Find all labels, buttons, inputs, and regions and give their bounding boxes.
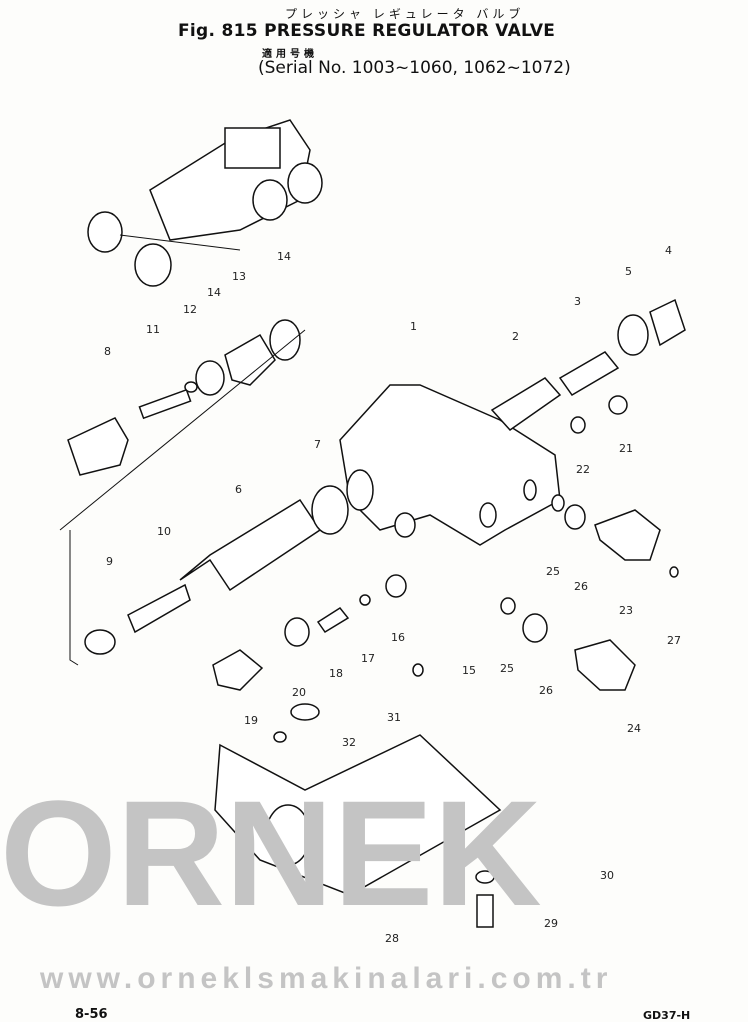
japanese-title: プレッシャ レギュレータ バルブ bbox=[285, 7, 525, 21]
callout-19: 19 bbox=[244, 714, 258, 727]
callout-4: 4 bbox=[665, 244, 672, 257]
callout-8: 8 bbox=[104, 345, 111, 358]
model-code: GD37-H bbox=[643, 1009, 691, 1022]
callout-2: 2 bbox=[512, 330, 519, 343]
page-number: 8-56 bbox=[75, 1007, 108, 1022]
callout-17: 17 bbox=[361, 652, 375, 665]
callout-23: 23 bbox=[619, 604, 633, 617]
figure-title: Fig. 815 PRESSURE REGULATOR VALVE bbox=[178, 21, 556, 41]
applicable-label: 適用号機 bbox=[262, 49, 318, 60]
callout-20: 20 bbox=[292, 686, 306, 699]
callout-22: 22 bbox=[576, 463, 590, 476]
callout-10: 10 bbox=[157, 525, 171, 538]
callout-9: 9 bbox=[106, 555, 113, 568]
callout-32: 32 bbox=[342, 736, 356, 749]
parts-left-group bbox=[59, 319, 424, 691]
callout-13: 13 bbox=[232, 270, 246, 283]
callout-25b: 25 bbox=[500, 662, 514, 675]
callout-14b: 14 bbox=[277, 250, 291, 263]
callout-25a: 25 bbox=[546, 565, 560, 578]
callout-26a: 26 bbox=[574, 580, 588, 593]
serial-range: (Serial No. 1003~1060, 1062~1072) bbox=[258, 58, 571, 78]
callout-31: 31 bbox=[387, 711, 401, 724]
callout-18: 18 bbox=[329, 667, 343, 680]
callout-28: 28 bbox=[385, 932, 399, 945]
callout-14a: 14 bbox=[207, 286, 221, 299]
callout-26b: 26 bbox=[539, 684, 553, 697]
callout-1: 1 bbox=[410, 320, 417, 333]
callout-7: 7 bbox=[314, 438, 321, 451]
callout-12: 12 bbox=[183, 303, 197, 316]
callout-11: 11 bbox=[146, 323, 160, 336]
callout-27: 27 bbox=[667, 634, 681, 647]
callout-6: 6 bbox=[235, 483, 242, 496]
watermark-brand: ORNEK bbox=[0, 769, 542, 937]
callout-30: 30 bbox=[600, 869, 614, 882]
grader-machine-illustration bbox=[87, 119, 323, 287]
callout-15: 15 bbox=[462, 664, 476, 677]
mounting-bracket bbox=[214, 703, 502, 928]
parts-right-group bbox=[490, 298, 686, 691]
callout-24: 24 bbox=[627, 722, 641, 735]
callout-29: 29 bbox=[544, 917, 558, 930]
callout-16: 16 bbox=[391, 631, 405, 644]
callout-3: 3 bbox=[574, 295, 581, 308]
callout-21: 21 bbox=[619, 442, 633, 455]
callout-labels: 1 2 3 4 5 6 7 8 9 10 11 12 13 14 14 15 1… bbox=[104, 244, 681, 945]
callout-5: 5 bbox=[625, 265, 632, 278]
watermark-url: www.orneklsmakinalari.com.tr bbox=[39, 962, 612, 995]
